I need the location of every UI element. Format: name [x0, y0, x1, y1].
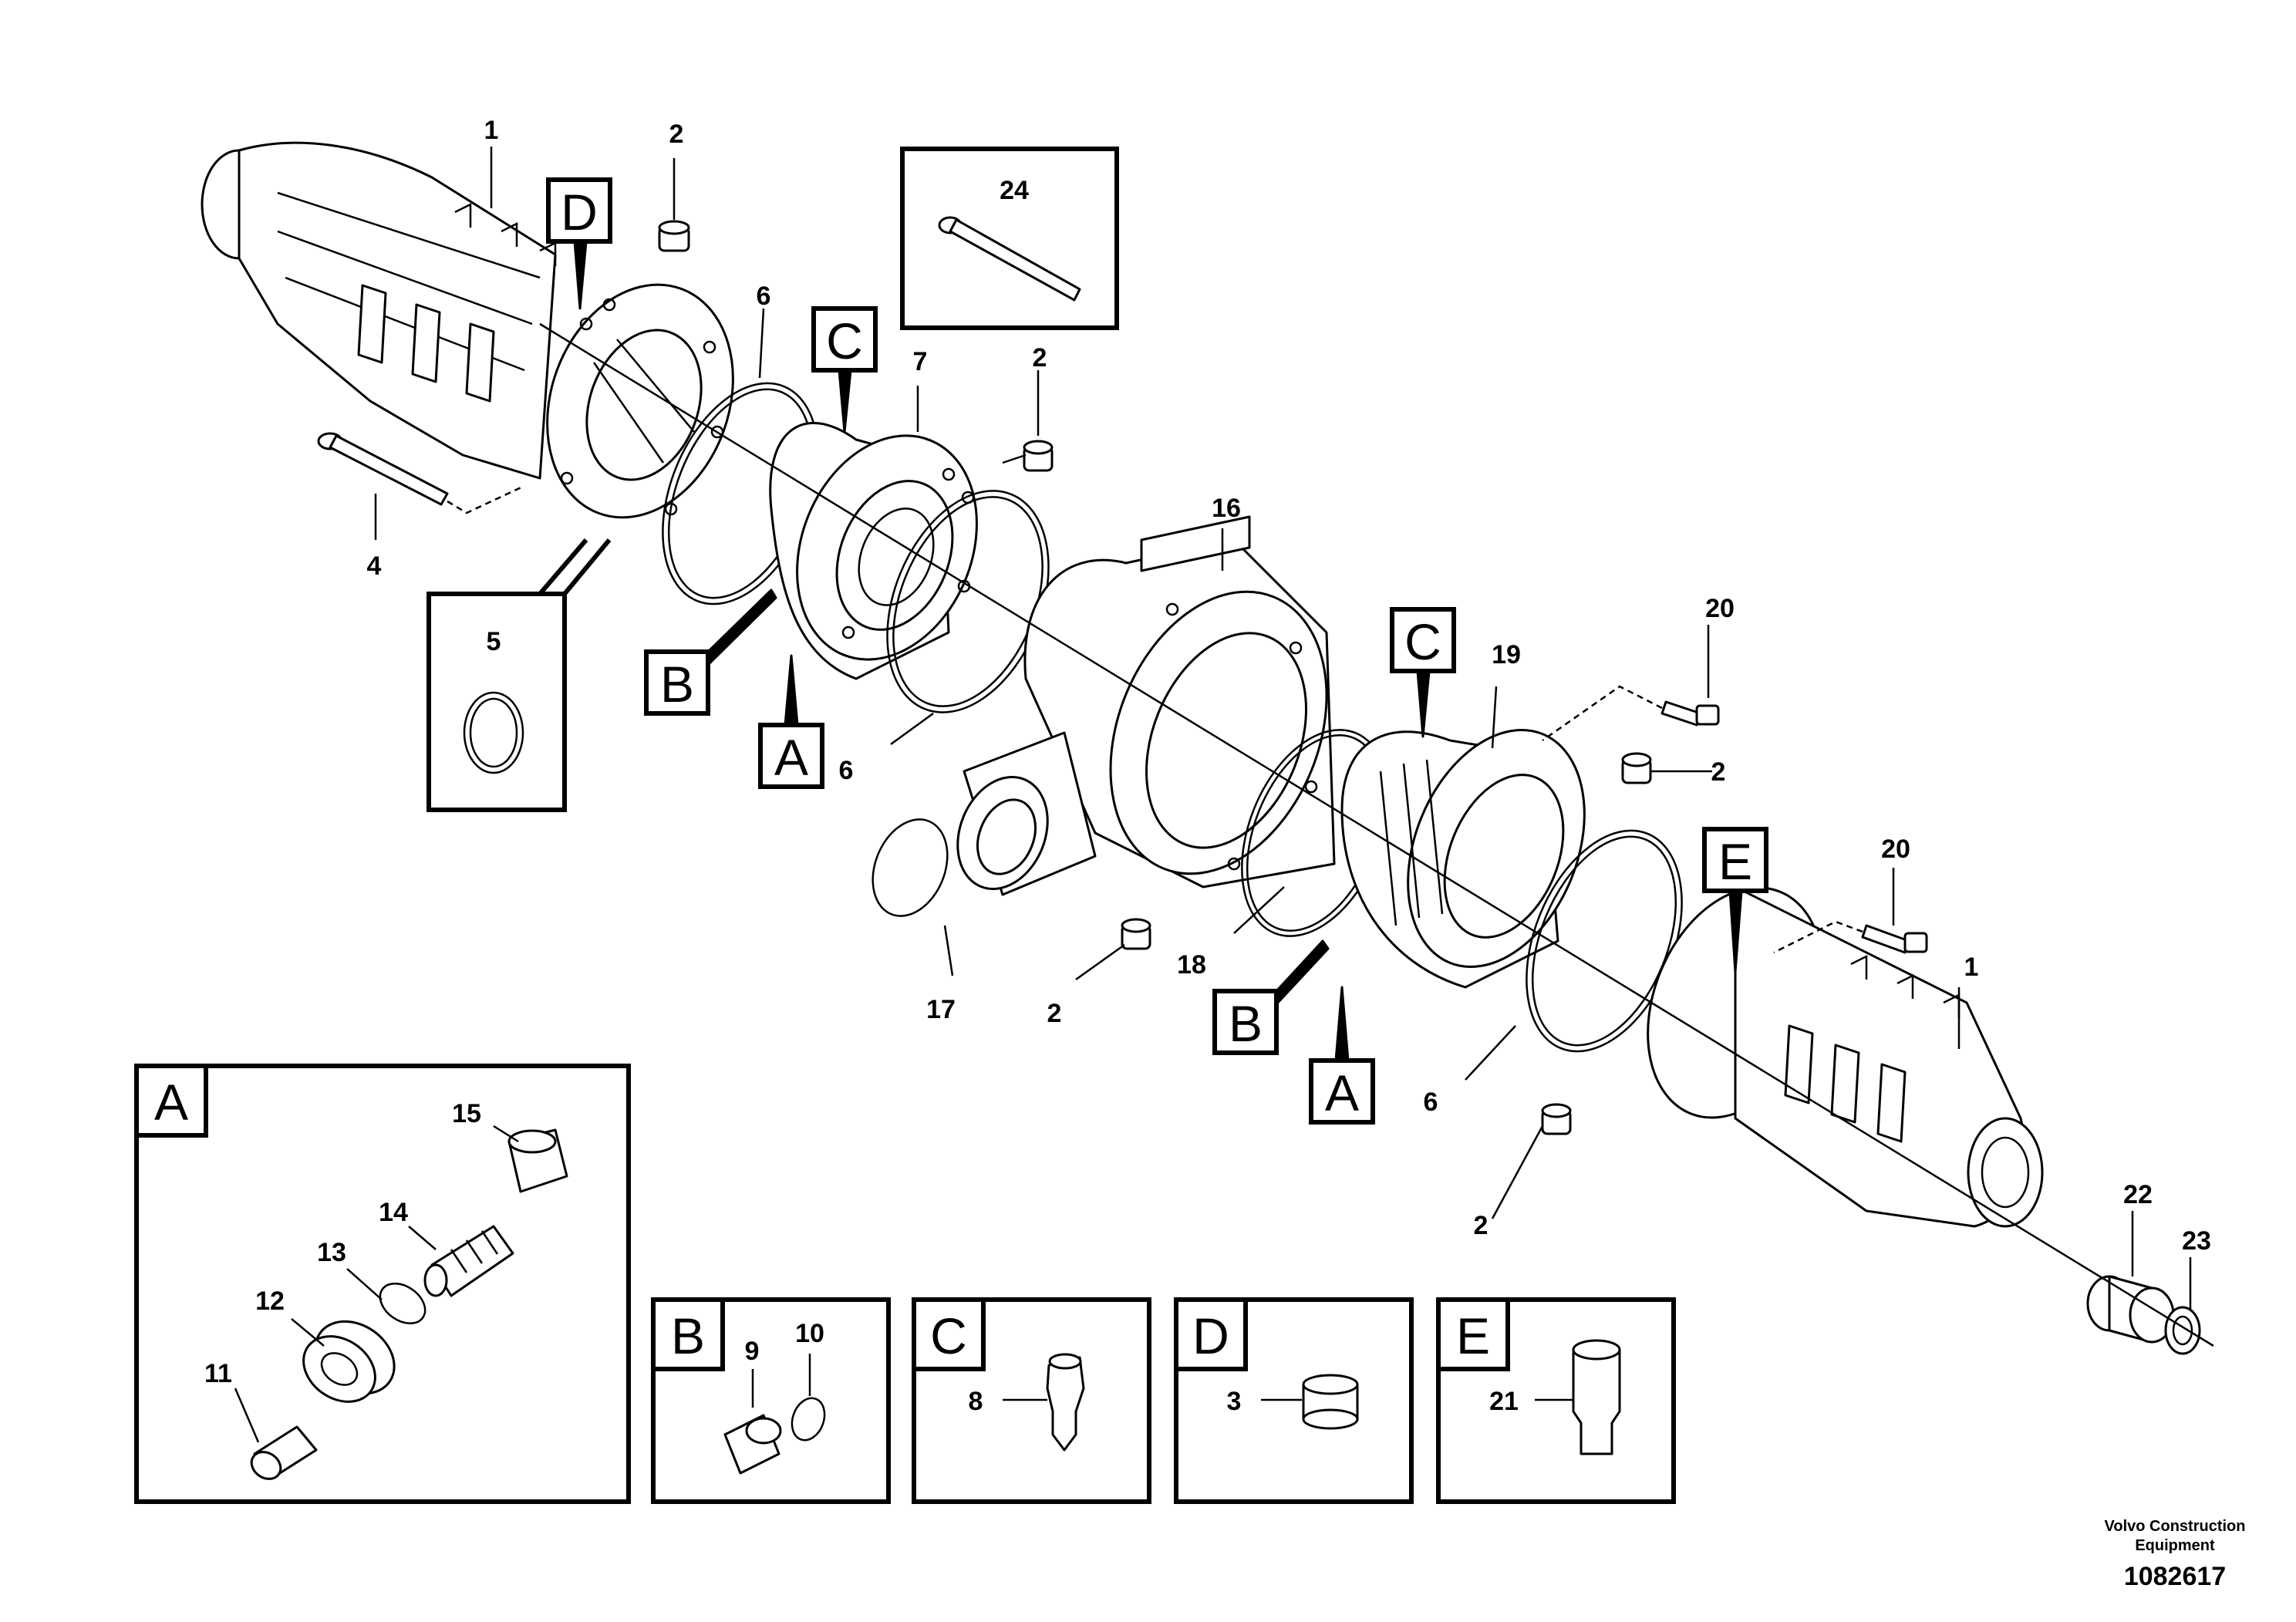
label-19: 19	[1492, 640, 1521, 669]
callout-E-right: E	[1702, 827, 1768, 973]
label-14: 14	[379, 1198, 408, 1227]
washer-23	[2164, 1306, 2201, 1355]
label-7: 7	[913, 347, 928, 376]
callout-D-top: D	[546, 177, 612, 310]
callout-A-left: A	[758, 654, 824, 789]
callout-C-left: C	[811, 306, 878, 433]
detail-box-E: E 21	[1436, 1297, 1676, 1504]
inset-seal-5	[426, 538, 612, 812]
detail-tag-B: B	[671, 1307, 705, 1364]
label-2-mid: 2	[1033, 343, 1047, 373]
label-10: 10	[795, 1319, 824, 1348]
label-2-bottom: 2	[1047, 999, 1062, 1028]
label-2-right: 2	[1711, 757, 1726, 787]
company-line-2: Equipment	[2135, 1537, 2215, 1554]
detail-box-B: B 9 10	[651, 1297, 891, 1504]
leader-lines	[374, 147, 2192, 1311]
label-6-bottom: 6	[1424, 1088, 1438, 1117]
label-20-lower: 20	[1881, 835, 1910, 864]
detail-tag-C: C	[930, 1307, 967, 1364]
detail-tag-E: E	[1456, 1307, 1490, 1364]
brake-housing-7	[769, 422, 978, 680]
label-5: 5	[487, 627, 501, 656]
label-1-left: 1	[484, 116, 499, 145]
tag-D: D	[561, 184, 598, 241]
label-3: 3	[1227, 1387, 1242, 1416]
figure-id: 1082617	[2124, 1562, 2226, 1591]
callout-C-right: C	[1390, 607, 1456, 738]
label-6-mid: 6	[839, 756, 854, 785]
tag-B: B	[660, 656, 694, 713]
label-11: 11	[204, 1359, 232, 1388]
tag-C: C	[1404, 613, 1441, 670]
bolt-20-lower	[1773, 920, 1928, 954]
callout-B-left: B	[644, 588, 777, 716]
plug-2-bottom-center	[1121, 918, 1151, 950]
tag-B: B	[1229, 995, 1263, 1052]
label-9: 9	[745, 1337, 760, 1366]
o-ring-17	[872, 818, 949, 917]
assembly-axis-line	[539, 322, 2214, 1347]
detail-tag-A: A	[154, 1074, 188, 1131]
callout-A-right: A	[1309, 986, 1375, 1125]
bolt-20-upper	[1542, 685, 1720, 742]
left-axle-housing	[201, 141, 734, 519]
right-axle-housing	[1647, 885, 2044, 1228]
callout-B-right: B	[1212, 939, 1330, 1055]
bolt-4	[317, 432, 525, 514]
label-18: 18	[1177, 950, 1206, 980]
label-24: 24	[1000, 176, 1029, 205]
tag-C: C	[826, 312, 863, 369]
detail-tag-D: D	[1192, 1307, 1229, 1364]
footer-credits: Volvo Construction Equipment 1082617	[2105, 1518, 2246, 1591]
detail-box-A: A 15 14 13 12 11	[134, 1064, 631, 1504]
bushing-22	[2086, 1275, 2175, 1344]
tag-A: A	[774, 729, 808, 786]
label-12: 12	[255, 1286, 285, 1316]
label-6-top: 6	[757, 282, 771, 311]
part-number-labels: 1 2 6 7 2 24 4 5 16 6 17 2 18 19 20 2 20…	[367, 116, 2211, 1256]
inset-bolt-24	[900, 147, 1119, 330]
label-23: 23	[2182, 1226, 2211, 1256]
plug-2-right-upper	[1621, 752, 1652, 784]
detail-box-D: D 3	[1174, 1297, 1414, 1504]
label-17: 17	[926, 995, 956, 1024]
label-2-top: 2	[669, 120, 684, 149]
label-8: 8	[969, 1387, 983, 1416]
company-line-1: Volvo Construction	[2105, 1518, 2246, 1535]
tag-E: E	[1718, 833, 1752, 890]
label-4: 4	[367, 551, 382, 581]
plug-2-top-left	[658, 220, 690, 252]
label-16: 16	[1212, 494, 1241, 523]
detail-box-C: C 8	[912, 1297, 1151, 1504]
plug-2-mid	[1023, 440, 1054, 472]
differential-housing-16	[956, 515, 1336, 896]
label-2-lower-right: 2	[1474, 1211, 1489, 1240]
label-21: 21	[1489, 1387, 1519, 1416]
label-13: 13	[317, 1238, 346, 1267]
plug-2-right-lower	[1541, 1103, 1572, 1135]
label-22: 22	[2123, 1180, 2153, 1209]
label-1-right: 1	[1964, 953, 1979, 982]
tag-A: A	[1325, 1064, 1359, 1121]
label-20-upper: 20	[1705, 594, 1735, 623]
label-15: 15	[452, 1099, 481, 1128]
bolt-24	[938, 216, 1081, 302]
brake-housing-19	[1340, 729, 1586, 989]
